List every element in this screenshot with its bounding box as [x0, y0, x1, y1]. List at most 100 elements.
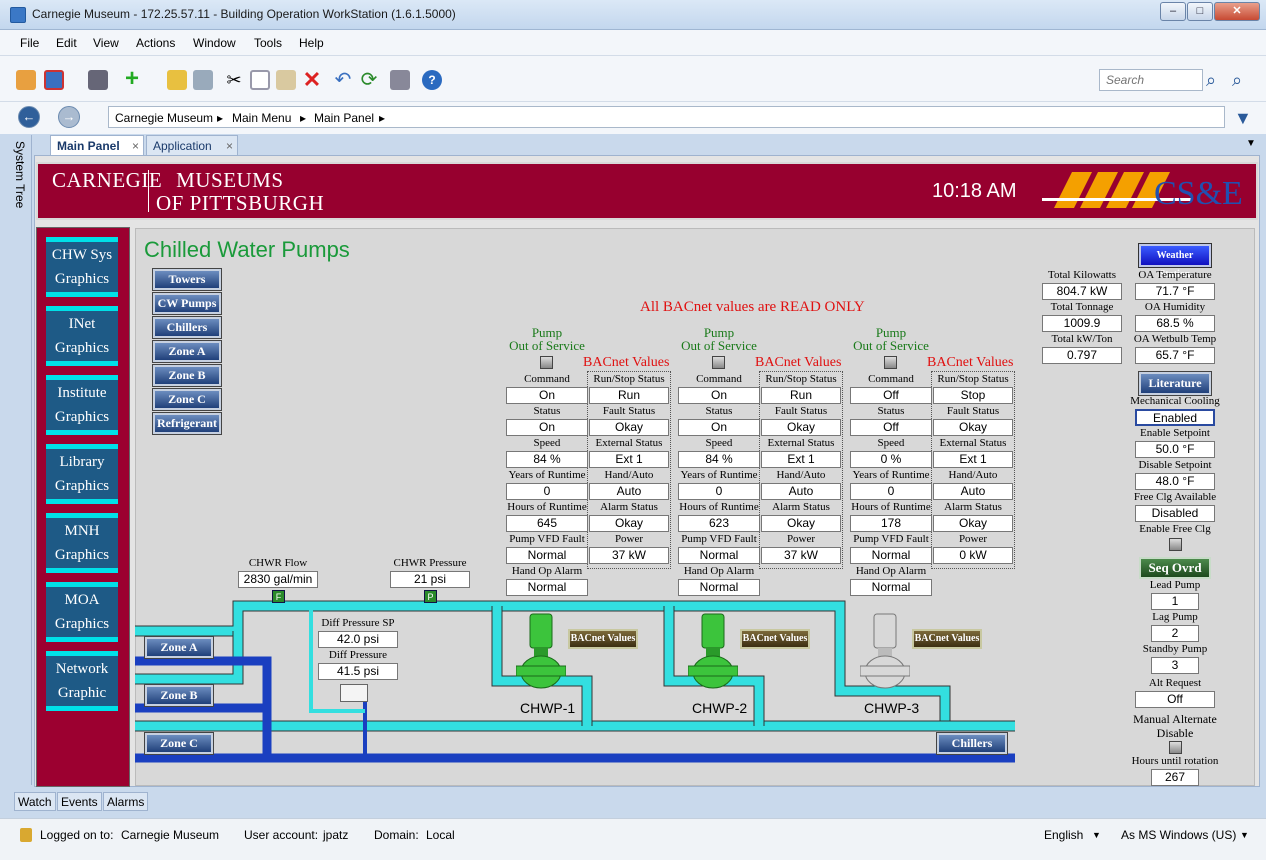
menu-file[interactable]: File — [20, 36, 40, 50]
standby-pump-value[interactable]: 3 — [1151, 657, 1199, 674]
cut-icon[interactable]: ✂ — [226, 70, 242, 90]
enable-sp-value[interactable]: 50.0 °F — [1135, 441, 1215, 458]
breadcrumb-item[interactable]: Main Menu — [232, 111, 292, 125]
oos-checkbox[interactable] — [884, 356, 897, 369]
mech-cool-value[interactable]: Enabled — [1135, 409, 1215, 426]
cse-logo: CS&E — [1042, 172, 1243, 212]
alt-request-value[interactable]: Off — [1135, 691, 1215, 708]
maximize-button[interactable]: □ — [1187, 2, 1213, 21]
help-icon[interactable]: ? — [422, 70, 442, 90]
zone-a-nav-button[interactable]: Zone A — [152, 340, 222, 363]
hand-auto-value: Auto — [589, 483, 669, 500]
tab-events[interactable]: Events — [57, 792, 102, 811]
zone-c-nav-button[interactable]: Zone C — [152, 388, 222, 411]
alt-request-label: Alt Request — [1148, 677, 1202, 689]
open-folder-icon[interactable] — [167, 70, 187, 90]
copy-icon[interactable] — [250, 70, 270, 90]
close-window-button[interactable]: ✕ — [1214, 2, 1260, 21]
field-label: Status — [705, 405, 733, 417]
locale-select[interactable]: As MS Windows (US) — [1121, 828, 1237, 842]
hours-value: 645 — [506, 515, 588, 532]
chillers-button[interactable]: Chillers — [936, 732, 1008, 755]
field-label: Run/Stop Status — [765, 373, 837, 385]
menu-edit[interactable]: Edit — [56, 36, 77, 50]
workspace-icon[interactable] — [16, 70, 36, 90]
oos-label: Out of Service — [509, 338, 585, 353]
seq-ovrd-button[interactable]: Seq Ovrd — [1139, 557, 1211, 579]
close-tab-icon[interactable]: × — [225, 139, 233, 153]
device-icon[interactable] — [88, 70, 108, 90]
menu-tools[interactable]: Tools — [254, 36, 283, 50]
command-value[interactable]: Off — [850, 387, 932, 404]
system-tree-tab[interactable]: System Tree — [10, 135, 32, 785]
undo-icon[interactable]: ↶ — [334, 69, 352, 91]
chevron-down-icon[interactable]: ▼ — [1240, 830, 1249, 840]
back-button[interactable]: ← — [18, 106, 40, 128]
disable-sp-value[interactable]: 48.0 °F — [1135, 473, 1215, 490]
refrigerant-button[interactable]: Refrigerant — [152, 412, 222, 435]
zone-b-nav-button[interactable]: Zone B — [152, 364, 222, 387]
refresh-icon[interactable]: ⟳ — [360, 69, 378, 91]
manual-alt-checkbox[interactable] — [1169, 741, 1182, 754]
tab-alarms[interactable]: Alarms — [103, 792, 149, 811]
field-label: Run/Stop Status — [593, 373, 665, 385]
chillers-nav-button[interactable]: Chillers — [152, 316, 222, 339]
delete-icon[interactable]: ✕ — [302, 67, 322, 92]
command-value[interactable]: On — [506, 387, 588, 404]
piping-diagram — [135, 600, 1015, 763]
pump-3-bacnet-button[interactable]: BACnet Values — [912, 629, 982, 649]
tab-list-icon[interactable]: ▼ — [1246, 138, 1256, 149]
close-tab-icon[interactable]: × — [131, 139, 139, 153]
lag-pump-value[interactable]: 2 — [1151, 625, 1199, 642]
dp-sp-value: 42.0 psi — [318, 631, 398, 648]
literature-button[interactable]: Literature — [1138, 371, 1212, 396]
menu-window[interactable]: Window — [193, 36, 236, 50]
command-value[interactable]: On — [678, 387, 760, 404]
enable-free-clg-checkbox[interactable] — [1169, 538, 1182, 551]
search-input[interactable] — [1099, 69, 1203, 91]
advanced-search-icon[interactable]: ⌕ — [1232, 70, 1243, 90]
language-select[interactable]: English — [1044, 828, 1084, 842]
disable-sp-label: Disable Setpoint — [1138, 459, 1212, 471]
oos-checkbox[interactable] — [712, 356, 725, 369]
oos-label: Out of Service — [853, 338, 929, 353]
banner — [36, 162, 1258, 220]
breadcrumb-item[interactable]: Carnegie Museum — [115, 111, 214, 125]
zone-c-button[interactable]: Zone C — [144, 732, 214, 755]
pump-1-bacnet-button[interactable]: BACnet Values — [568, 629, 638, 649]
paste-icon[interactable] — [276, 70, 296, 90]
tab-main-panel[interactable]: Main Panel × — [50, 135, 144, 155]
panel-icon[interactable] — [44, 70, 64, 90]
brand-text: CS&E — [1154, 175, 1243, 212]
save-icon[interactable] — [193, 70, 213, 90]
weather-station-button[interactable]: Weather Station — [1138, 243, 1212, 280]
breadcrumb-item[interactable]: Main Panel — [314, 111, 375, 125]
chevron-down-icon[interactable]: ▼ — [1092, 830, 1101, 840]
cw-pumps-button[interactable]: CW Pumps — [152, 292, 222, 315]
search-icon[interactable]: ⌕ — [1206, 70, 1217, 90]
menu-actions[interactable]: Actions — [136, 36, 176, 50]
tab-watch[interactable]: Watch — [14, 792, 56, 811]
minimize-button[interactable]: – — [1160, 2, 1186, 21]
print-icon[interactable] — [390, 70, 410, 90]
add-icon[interactable]: + — [124, 65, 139, 92]
menu-help[interactable]: Help — [299, 36, 324, 50]
forward-button[interactable]: → — [58, 106, 80, 128]
towers-button[interactable]: Towers — [152, 268, 222, 291]
field-label: Hand Op Alarm — [683, 565, 755, 577]
zone-a-button[interactable]: Zone A — [144, 636, 214, 659]
filter-icon[interactable]: ▼ — [1234, 108, 1252, 128]
zone-b-button[interactable]: Zone B — [144, 684, 214, 707]
oos-checkbox[interactable] — [540, 356, 553, 369]
menu-view[interactable]: View — [93, 36, 119, 50]
lead-pump-value[interactable]: 1 — [1151, 593, 1199, 610]
tab-application[interactable]: Application × — [146, 135, 238, 155]
pump-2-bacnet-button[interactable]: BACnet Values — [740, 629, 810, 649]
